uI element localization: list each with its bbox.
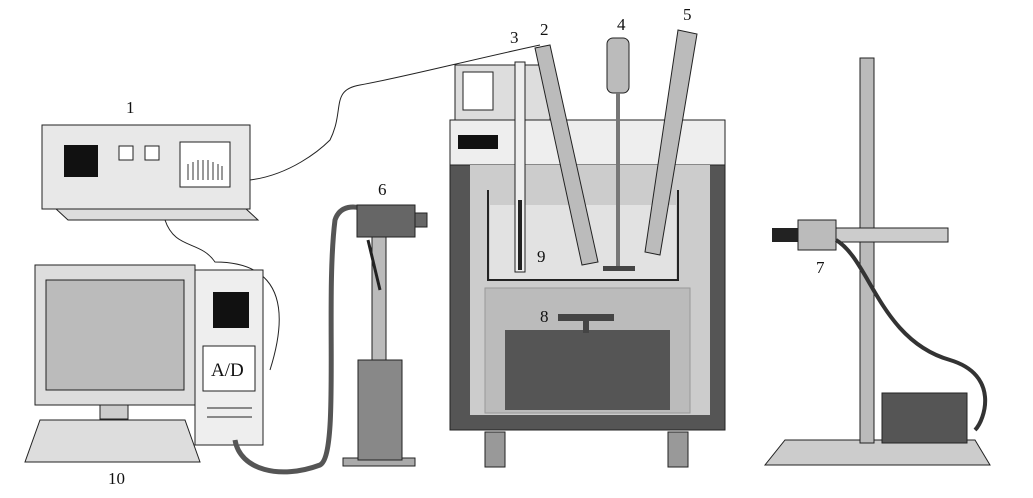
label-1: 1 bbox=[126, 98, 135, 117]
electrode-2 bbox=[534, 44, 599, 266]
label-2: 2 bbox=[540, 20, 549, 39]
computer: A/D 10 bbox=[24, 264, 264, 488]
label-5: 5 bbox=[683, 5, 692, 24]
ad-converter-label: A/D bbox=[211, 360, 244, 381]
cable bbox=[232, 204, 367, 475]
electrode-5 bbox=[644, 29, 698, 256]
stirrer-motor bbox=[606, 37, 630, 94]
label-7: 7 bbox=[816, 258, 825, 277]
label-8: 8 bbox=[540, 307, 549, 326]
signal-wire-2 bbox=[164, 219, 280, 371]
stirrer-rod bbox=[616, 93, 620, 268]
label-4: 4 bbox=[617, 15, 626, 34]
light-source-stand: 6 bbox=[342, 180, 428, 467]
label-6: 6 bbox=[378, 180, 387, 199]
detector-stand: 7 bbox=[763, 57, 991, 466]
thermometer bbox=[514, 61, 526, 273]
label-3: 3 bbox=[510, 28, 519, 47]
label-9: 9 bbox=[537, 247, 546, 266]
label-10: 10 bbox=[108, 469, 125, 488]
controller-unit: 1 bbox=[41, 98, 260, 221]
thermostatic-bath: 8 9 bbox=[449, 64, 726, 468]
signal-wire bbox=[249, 44, 541, 181]
